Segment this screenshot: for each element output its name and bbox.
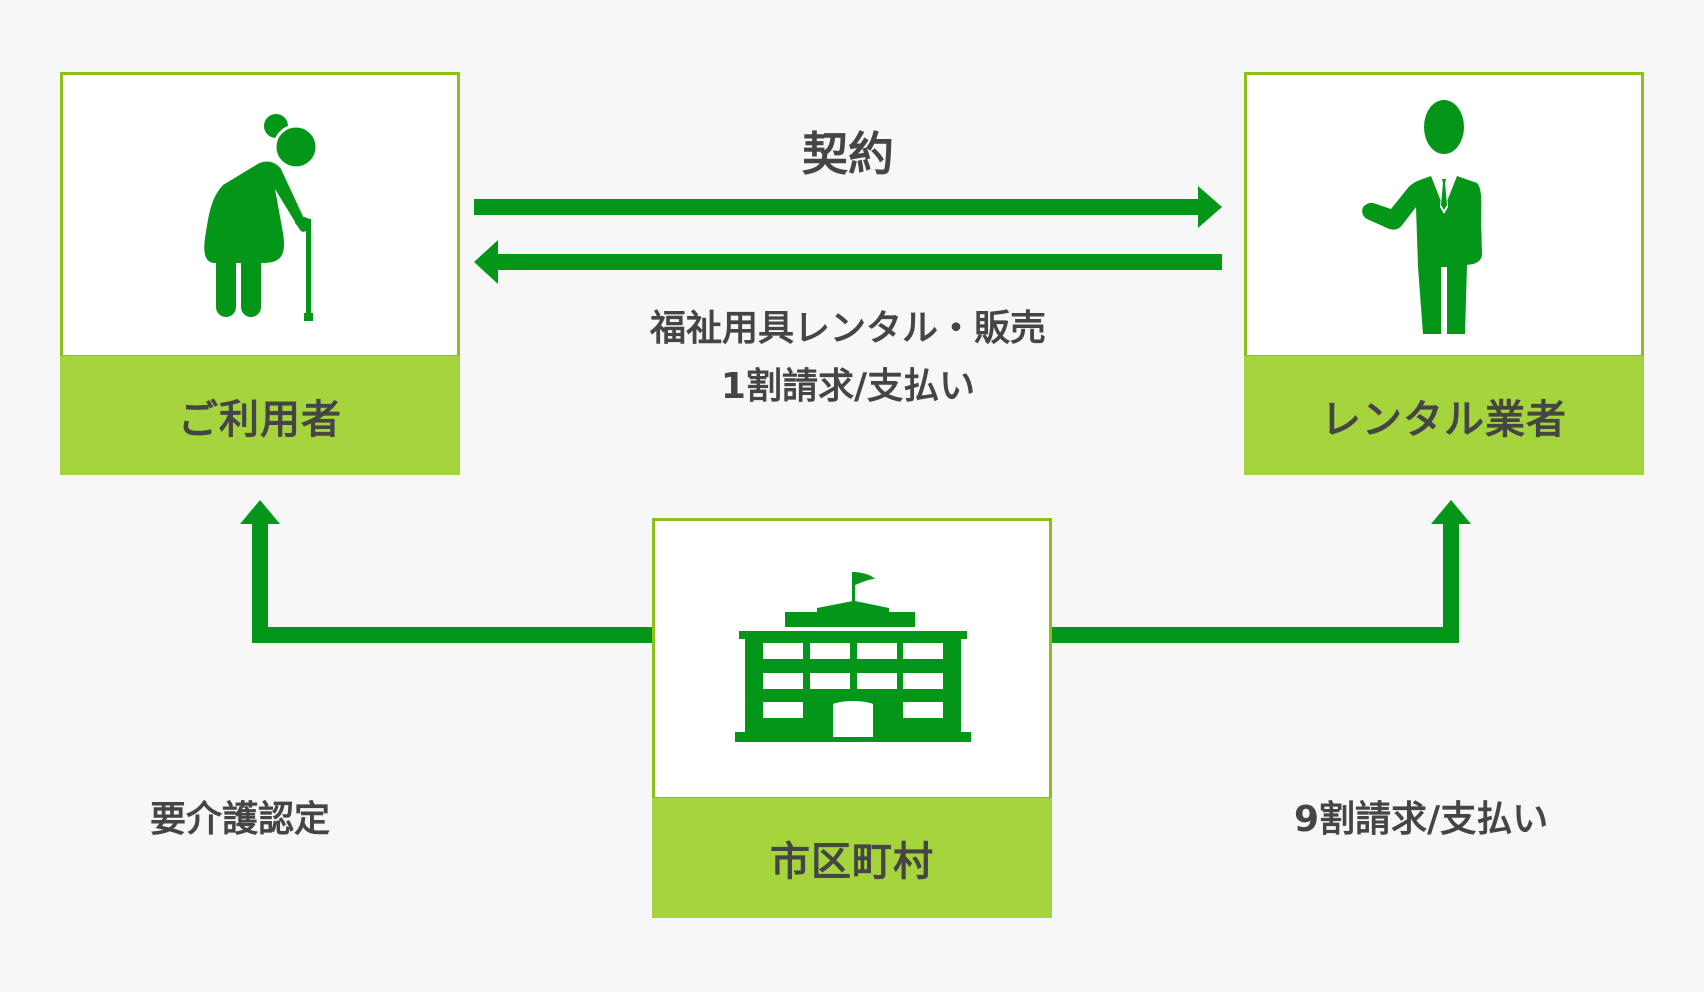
arrow-rental	[474, 240, 1222, 284]
node-user-picture	[60, 72, 460, 358]
city-hall-building-icon	[735, 572, 971, 742]
node-city-label: 市区町村	[652, 798, 1052, 918]
edge-label-nine-tenths: 9割請求/支払い	[1294, 799, 1549, 840]
edge-label-contract: 契約	[802, 127, 894, 181]
node-user: ご利用者	[60, 72, 460, 475]
arrow-certification	[240, 500, 654, 643]
arrow-contract	[474, 186, 1222, 228]
arrow-nine-tenths	[1050, 500, 1471, 643]
edge-label-rental: 福祉用具レンタル・販売 1割請求/支払い	[548, 300, 1148, 416]
node-vendor-label: レンタル業者	[1244, 356, 1644, 475]
node-user-label: ご利用者	[60, 356, 460, 475]
businessman-icon	[1362, 100, 1482, 334]
edge-label-certification: 要介護認定	[150, 799, 331, 840]
node-city-picture	[652, 518, 1052, 800]
elderly-person-with-cane-icon	[204, 114, 319, 321]
node-vendor: レンタル業者	[1244, 72, 1644, 475]
edge-label-rental-line1: 福祉用具レンタル・販売	[649, 308, 1046, 349]
node-vendor-picture	[1244, 72, 1644, 358]
edge-label-rental-line2: 1割請求/支払い	[720, 366, 976, 407]
node-city: 市区町村	[652, 518, 1052, 918]
